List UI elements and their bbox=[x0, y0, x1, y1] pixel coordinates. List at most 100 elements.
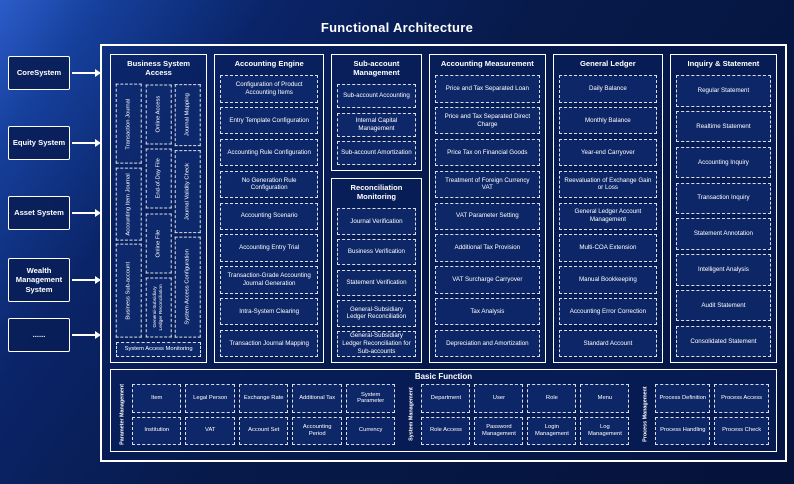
feature-item: Journal Verification bbox=[337, 208, 416, 235]
feature-item: General Ledger Account Management bbox=[558, 202, 657, 230]
feature-item: Business Verification bbox=[337, 239, 416, 266]
feature-item: Audit Statement bbox=[675, 290, 772, 322]
panel-business-system-access: Business System Access Transaction Journ… bbox=[110, 54, 208, 364]
feature-item: Process Check bbox=[714, 416, 770, 445]
vstack-b: Online Access End-of-Day File Online Fil… bbox=[145, 83, 172, 338]
feature-item: Accounting Item Journal bbox=[116, 167, 142, 241]
panel-title: Business System Access bbox=[127, 59, 191, 77]
feature-item: Statement Verification bbox=[337, 269, 416, 296]
feature-item: Monthly Balance bbox=[558, 107, 657, 135]
column-subaccount-reconciliation: Sub-account Management Sub-account Accou… bbox=[331, 54, 422, 364]
feature-item: Realtime Statement bbox=[675, 111, 772, 143]
feature-item: Sub-account Amortization bbox=[337, 141, 416, 166]
feature-item: No Generation Rule Configuration bbox=[220, 170, 319, 199]
feature-item: Sub-account Accounting bbox=[337, 83, 416, 109]
feature-item: Accounting Period bbox=[292, 416, 342, 445]
feature-item: Login Management bbox=[527, 416, 577, 445]
feature-item: Configuration of Product Accounting Item… bbox=[220, 75, 319, 103]
page-title: Functional Architecture bbox=[320, 20, 474, 35]
feature-item: System Access Monitoring bbox=[116, 342, 202, 358]
feature-item: Statement Annotation bbox=[675, 218, 772, 250]
arrow-icon bbox=[72, 139, 101, 147]
feature-item: Transaction Journal bbox=[116, 83, 142, 164]
panel-inquiry-statement: Inquiry & Statement Regular Statement Re… bbox=[669, 54, 778, 364]
feature-item: Price Tax on Financial Goods bbox=[434, 138, 540, 167]
feature-item: General-Subsidiary Ledger Reconciliation… bbox=[337, 331, 416, 358]
group-grid: Process Definition Process Access Proces… bbox=[655, 384, 770, 445]
system-box-more: ...... bbox=[8, 318, 70, 352]
system-box-core: CoreSystem bbox=[8, 56, 70, 90]
feature-item: Treatment of Foreign Currency VAT bbox=[434, 170, 540, 199]
feature-item: Transaction-Grade Accounting Journal Gen… bbox=[220, 266, 319, 294]
system-box-equity: Equity System bbox=[8, 126, 70, 160]
feature-item: Journal Mapping bbox=[175, 83, 202, 146]
panel-reconciliation-monitoring: Reconciliation Monitoring Journal Verifi… bbox=[331, 178, 422, 364]
main-panel: Business System Access Transaction Journ… bbox=[100, 44, 787, 462]
feature-item: Currency bbox=[345, 416, 396, 445]
arrow-icon bbox=[72, 276, 101, 284]
group-label: System Management bbox=[408, 387, 415, 442]
feature-item: Item bbox=[132, 384, 182, 413]
feature-item: Additional Tax bbox=[292, 384, 342, 413]
panel-title: Reconciliation Monitoring bbox=[350, 183, 403, 202]
panel-title: General Ledger bbox=[580, 59, 636, 68]
vertical-items: Transaction Journal Accounting Item Jour… bbox=[116, 83, 202, 338]
panel-general-ledger: General Ledger Daily Balance Monthly Bal… bbox=[552, 54, 663, 364]
group-grid: Department User Role Menu Role Access Pa… bbox=[421, 384, 630, 445]
panel-title: Sub-account Management bbox=[353, 59, 400, 77]
vstack-a: Transaction Journal Accounting Item Jour… bbox=[116, 83, 142, 338]
feature-item: Role Access bbox=[421, 416, 471, 445]
feature-item: Price and Tax Separated Loan bbox=[434, 75, 540, 103]
feature-item: Price and Tax Separated Direct Charge bbox=[434, 107, 540, 135]
feature-item: Accounting Scenario bbox=[220, 202, 319, 230]
feature-item: Daily Balance bbox=[558, 75, 657, 103]
feature-item: Log Management bbox=[580, 416, 630, 445]
panel-basic-function: Basic Function Parameter Management Item… bbox=[110, 369, 777, 452]
feature-item: System Parameter bbox=[345, 384, 396, 413]
group-parameter-management: Parameter Management Item Legal Person E… bbox=[118, 384, 396, 445]
panel-title: Inquiry & Statement bbox=[687, 59, 760, 68]
feature-item: Business Sub-account bbox=[116, 244, 142, 338]
feature-item: Exchange Rate bbox=[238, 384, 289, 413]
feature-item: Depreciation and Amortization bbox=[434, 329, 540, 358]
group-system-management: System Management Department User Role M… bbox=[407, 384, 630, 445]
feature-item: Department bbox=[421, 384, 471, 413]
feature-item: Process Handling bbox=[655, 416, 711, 445]
feature-item: Intra-System Clearing bbox=[220, 298, 319, 326]
system-box-asset: Asset System bbox=[8, 196, 70, 230]
feature-item: Entry Template Configuration bbox=[220, 107, 319, 135]
feature-item: General-Subsidiary Ledger Reconciliation bbox=[145, 277, 172, 338]
feature-item: Standard Account bbox=[558, 329, 657, 358]
feature-item: User bbox=[474, 384, 524, 413]
feature-item: Accounting Inquiry bbox=[675, 146, 772, 179]
feature-item: VAT Surcharge Carryover bbox=[434, 266, 540, 294]
group-label: Process Management bbox=[642, 386, 649, 443]
feature-item: Regular Statement bbox=[675, 75, 772, 107]
columns-row: Business System Access Transaction Journ… bbox=[110, 54, 778, 364]
feature-item: Intelligent Analysis bbox=[675, 254, 772, 286]
panel-accounting-engine: Accounting Engine Configuration of Produ… bbox=[214, 54, 325, 364]
feature-item: System Access Configuration bbox=[175, 237, 202, 338]
feature-item: Legal Person bbox=[185, 384, 235, 413]
feature-item: Online File bbox=[145, 212, 172, 274]
feature-item: Transaction Inquiry bbox=[675, 182, 772, 214]
feature-item: Account Set bbox=[238, 416, 289, 445]
feature-item: Menu bbox=[580, 384, 630, 413]
arrow-icon bbox=[72, 209, 101, 217]
feature-item: Password Management bbox=[474, 416, 524, 445]
feature-item: Accounting Rule Configuration bbox=[220, 138, 319, 167]
feature-item: Accounting Entry Trial bbox=[220, 234, 319, 262]
feature-item: Internal Capital Management bbox=[337, 112, 416, 137]
basic-groups: Parameter Management Item Legal Person E… bbox=[118, 384, 770, 445]
feature-item: End-of-Day File bbox=[145, 148, 172, 209]
group-process-management: Process Management Process Definition Pr… bbox=[641, 384, 770, 445]
panel-subaccount-management: Sub-account Management Sub-account Accou… bbox=[331, 54, 422, 172]
panel-title: Basic Function bbox=[414, 372, 473, 382]
arrow-icon bbox=[72, 69, 101, 77]
panel-title: Accounting Engine bbox=[234, 59, 304, 68]
feature-item: Role bbox=[527, 384, 577, 413]
group-label: Parameter Management bbox=[119, 384, 126, 445]
feature-item: Tax Analysis bbox=[434, 298, 540, 326]
feature-item: VAT bbox=[185, 416, 235, 445]
feature-item: General-Subsidiary Ledger Reconciliation bbox=[337, 300, 416, 327]
